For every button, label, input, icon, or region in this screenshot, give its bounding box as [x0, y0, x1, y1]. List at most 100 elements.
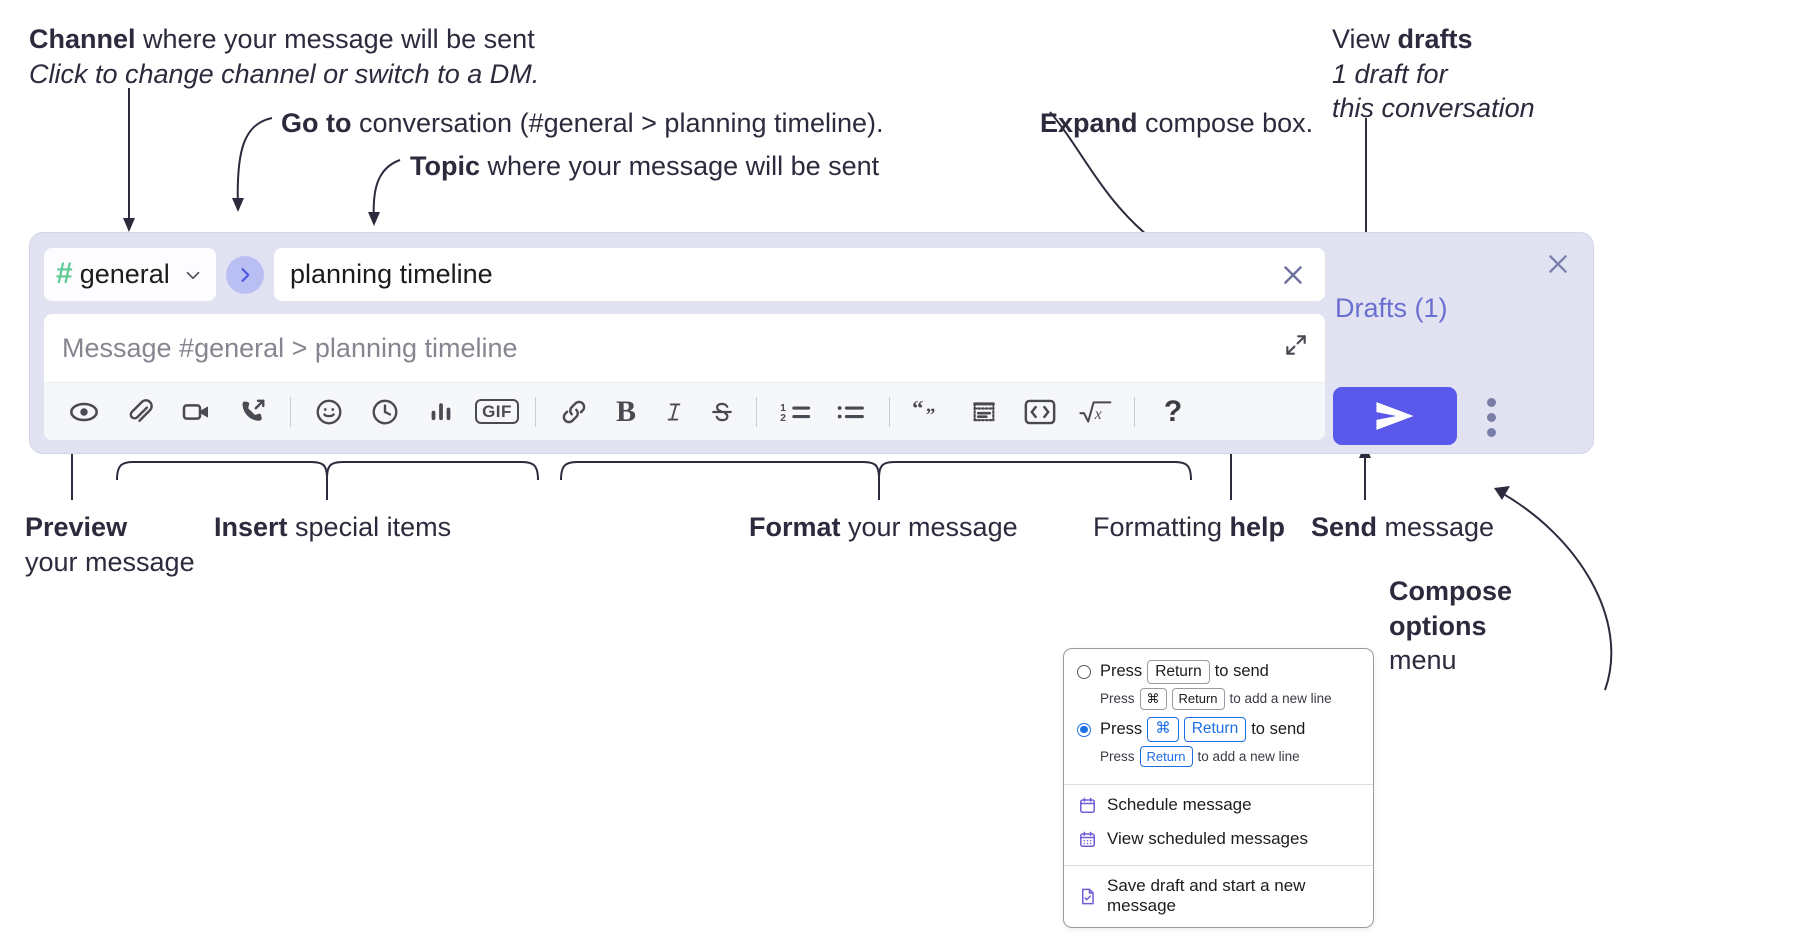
annotation-topic-bold: Topic — [410, 151, 480, 181]
annotation-compose-options: Compose options menu — [1389, 574, 1512, 678]
menu-item-label: Save draft and start a new message — [1107, 876, 1306, 916]
annotation-drafts-sub1: 1 draft for — [1332, 58, 1448, 89]
send-button[interactable] — [1333, 387, 1457, 445]
audio-call-icon[interactable] — [224, 389, 280, 435]
annotation-expand-rest: compose box. — [1137, 108, 1314, 138]
key-cap-command: ⌘ — [1147, 717, 1179, 742]
svg-text:“: “ — [912, 398, 923, 420]
key-cap-return: Return — [1183, 717, 1247, 742]
annotation-drafts-sub2: this conversation — [1332, 93, 1535, 124]
link-icon[interactable] — [546, 389, 602, 435]
annotation-drafts-plain: View — [1332, 24, 1398, 54]
italic-icon[interactable] — [650, 389, 698, 435]
compose-options-menu: Press Return to send Press ⌘ Return to a… — [1063, 648, 1374, 929]
bold-label: B — [615, 394, 636, 428]
radio-text-post: to send — [1214, 662, 1269, 681]
math-icon[interactable]: x — [1068, 389, 1124, 435]
sub-text-pre: Press — [1100, 691, 1135, 707]
message-placeholder: Message #general > planning timeline — [62, 333, 518, 363]
menu-divider — [1064, 784, 1373, 786]
help-label: ? — [1163, 394, 1183, 428]
menu-radio-option[interactable]: Press Return to send — [1064, 659, 1373, 685]
toolbar-divider — [290, 396, 291, 427]
annotation-channel-sub: Click to change channel or switch to a D… — [29, 58, 540, 89]
chevron-down-icon — [182, 264, 204, 286]
annotation-channel-rest: where your message will be sent — [135, 24, 535, 54]
annotation-preview: Preview your message — [25, 510, 195, 579]
strikethrough-icon[interactable] — [698, 389, 746, 435]
annotation-insert-rest: special items — [287, 512, 452, 542]
calendar-schedule-icon — [1078, 796, 1097, 815]
compose-header-row: # general planning timeline — [43, 247, 1326, 302]
blockquote-icon[interactable]: “ ” — [900, 389, 956, 435]
emoji-icon[interactable] — [301, 389, 357, 435]
toolbar-divider — [756, 396, 757, 427]
topic-value: planning timeline — [290, 259, 493, 289]
annotation-channel-bold: Channel — [29, 24, 136, 54]
calendar-view-icon — [1078, 830, 1097, 849]
annotation-topic: Topic where your message will be sent — [410, 149, 879, 184]
bulleted-list-icon[interactable] — [823, 389, 879, 435]
compose-options-button[interactable] — [1476, 395, 1506, 439]
annotation-format-rest: your message — [840, 512, 1018, 542]
code-icon[interactable] — [1012, 389, 1068, 435]
sub-text-post: to add a new line — [1197, 748, 1300, 764]
ordered-list-icon[interactable]: 1 2 — [767, 389, 823, 435]
kebab-dot — [1486, 412, 1496, 422]
annotation-compose-bold2: options — [1389, 610, 1487, 641]
expand-icon[interactable] — [1279, 328, 1313, 362]
annotation-channel: Channel where your message will be sent … — [29, 22, 539, 91]
toolbar-divider — [889, 396, 890, 427]
menu-item-schedule-message[interactable]: Schedule message — [1064, 785, 1373, 822]
clock-icon[interactable] — [357, 389, 413, 435]
radio-text-post: to send — [1251, 720, 1306, 739]
annotation-topic-rest: where your message will be sent — [480, 151, 880, 181]
drafts-link[interactable]: Drafts (1) — [1335, 293, 1448, 323]
annotation-goto: Go to conversation (#general > planning … — [281, 106, 884, 141]
svg-text:1: 1 — [780, 402, 786, 413]
hash-icon: # — [56, 256, 73, 290]
bold-icon[interactable]: B — [602, 389, 650, 435]
kebab-dot — [1486, 427, 1496, 437]
topic-input[interactable]: planning timeline — [273, 247, 1326, 302]
attachment-icon[interactable] — [112, 389, 168, 435]
save-draft-icon — [1078, 887, 1097, 906]
annotation-format-bold: Format — [749, 512, 841, 542]
svg-text:2: 2 — [780, 413, 786, 424]
annotation-preview-sub: your message — [25, 546, 195, 577]
go-to-conversation-button[interactable] — [226, 255, 264, 294]
annotation-goto-bold: Go to — [281, 108, 352, 138]
formatting-toolbar: GIF B — [44, 382, 1325, 440]
close-icon[interactable] — [1541, 247, 1575, 281]
annotation-drafts: View drafts 1 draft for this conversatio… — [1332, 22, 1535, 126]
menu-item-view-scheduled[interactable]: View scheduled messages — [1064, 822, 1373, 856]
annotation-compose-bold1: Compose — [1389, 576, 1513, 606]
preview-icon[interactable] — [56, 389, 112, 435]
toolbar-divider — [535, 396, 536, 427]
channel-selector[interactable]: # general — [43, 247, 217, 302]
sub-text-post: to add a new line — [1229, 691, 1332, 707]
menu-item-label: View scheduled messages — [1107, 829, 1308, 849]
menu-radio-subtext: Press ⌘ Return to add a new line — [1064, 685, 1373, 713]
menu-radio-option[interactable]: Press ⌘ Return to send — [1064, 717, 1373, 743]
compose-panel: # general planning timeline Message #gen… — [29, 232, 1594, 454]
gif-icon[interactable]: GIF — [469, 389, 525, 435]
video-icon[interactable] — [168, 389, 224, 435]
formatting-help-icon[interactable]: ? — [1145, 389, 1201, 435]
menu-divider — [1064, 865, 1373, 867]
message-editor[interactable]: Message #general > planning timeline — [43, 313, 1326, 441]
key-cap-return: Return — [1171, 688, 1225, 710]
annotation-send-bold: Send — [1311, 512, 1378, 542]
key-cap-command: ⌘ — [1139, 688, 1167, 710]
svg-text:x: x — [1094, 406, 1102, 423]
code-block-icon[interactable] — [956, 389, 1012, 435]
annotation-goto-rest: conversation (#general > planning timeli… — [351, 108, 884, 138]
key-cap: Return — [1147, 659, 1210, 685]
menu-item-save-draft[interactable]: Save draft and start a new message — [1064, 866, 1373, 927]
poll-icon[interactable] — [413, 389, 469, 435]
clear-topic-icon[interactable] — [1279, 261, 1311, 289]
annotation-formatting-help: Formatting help — [1093, 510, 1285, 545]
annotation-preview-bold: Preview — [25, 512, 128, 542]
annotation-send-rest: message — [1377, 512, 1495, 542]
annotation-format: Format your message — [749, 510, 1018, 545]
